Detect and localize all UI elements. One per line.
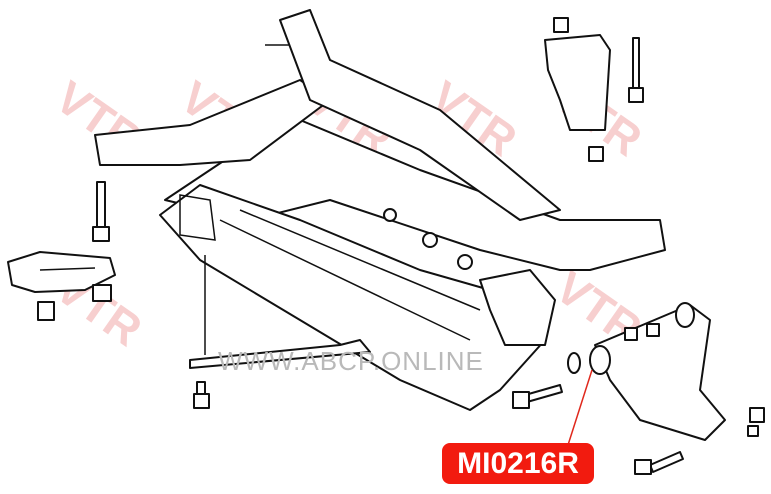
part-number-label: MI0216R [442,443,594,484]
rear-subframe-drawing [7,9,765,475]
label-leader-line [567,369,593,446]
site-watermark: WWW.ABCP.ONLINE [218,346,484,376]
